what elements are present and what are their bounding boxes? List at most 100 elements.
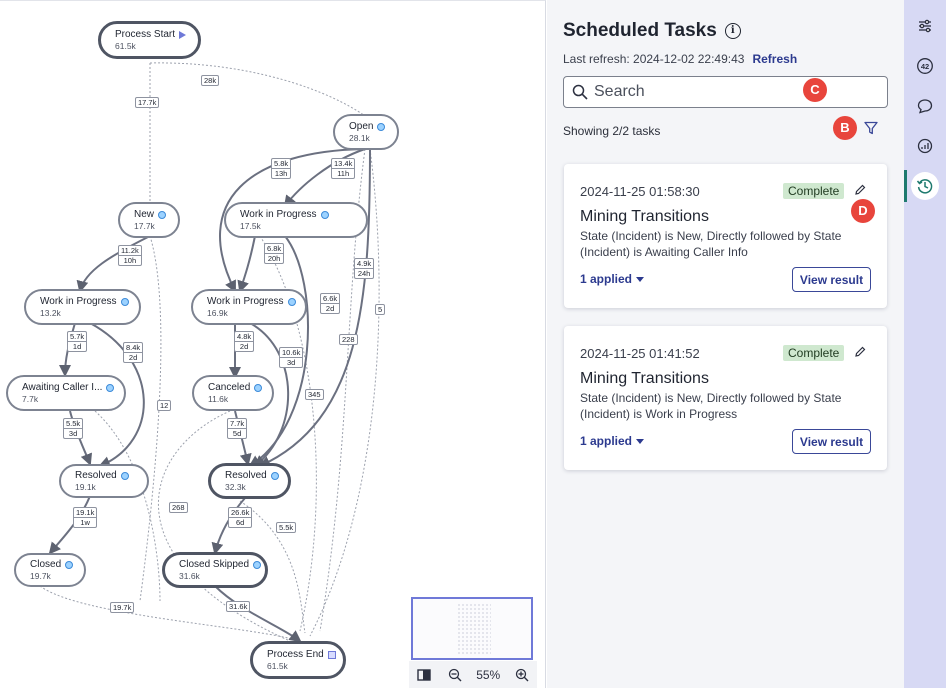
node-count: 28.1k <box>349 133 370 143</box>
node-count: 16.9k <box>207 308 228 318</box>
edge-label[interactable]: 31.6k <box>226 601 251 612</box>
edge-label[interactable]: 19.7k <box>110 602 135 613</box>
applied-dropdown[interactable]: 1 applied <box>580 272 645 286</box>
edge-label[interactable]: 5.5k <box>276 522 297 533</box>
node-label: Work in Progress <box>40 296 117 307</box>
ai-badge-icon[interactable]: 42 <box>911 52 939 80</box>
node-process-end[interactable]: Process End 61.5k <box>250 641 346 679</box>
node-label: Resolved <box>75 470 117 481</box>
node-label: Process Start <box>115 29 176 40</box>
node-label: Open <box>349 121 374 132</box>
node-count: 17.5k <box>240 221 261 231</box>
panel-title: Scheduled Tasks i <box>563 20 741 42</box>
edge-label[interactable]: 228 <box>339 334 358 345</box>
filter-icon[interactable] <box>863 120 881 138</box>
edge-label[interactable]: 345 <box>305 389 324 400</box>
marker-c: C <box>803 78 827 102</box>
applied-label: 1 applied <box>580 434 633 448</box>
node-count: 13.2k <box>40 308 61 318</box>
node-resolved-left[interactable]: Resolved 19.1k <box>59 464 149 498</box>
view-result-button[interactable]: View result <box>792 267 871 292</box>
history-clock-icon[interactable] <box>911 172 939 200</box>
node-count: 19.1k <box>75 482 96 492</box>
node-open[interactable]: Open 28.1k <box>333 114 399 150</box>
node-label: Canceled <box>208 382 251 393</box>
edge-label[interactable]: 268 <box>169 502 188 513</box>
task-title: Mining Transitions <box>580 370 709 387</box>
node-closed-skipped[interactable]: Closed Skipped 31.6k <box>162 552 268 588</box>
edge-label[interactable]: 12 <box>157 400 172 411</box>
node-label: Resolved <box>225 470 267 481</box>
analytics-icon[interactable] <box>911 132 939 160</box>
status-badge: Complete <box>783 345 845 361</box>
caret-down-icon <box>636 276 645 282</box>
last-refresh-text: Last refresh: 2024-12-02 22:49:43 <box>563 52 745 66</box>
search-input[interactable] <box>594 83 794 101</box>
edit-pencil-icon[interactable] <box>853 183 867 197</box>
applied-dropdown[interactable]: 1 applied <box>580 434 645 448</box>
edit-pencil-icon[interactable] <box>853 345 867 359</box>
node-count: 19.7k <box>30 571 51 581</box>
edge-label[interactable]: 28k <box>201 75 220 86</box>
node-work-in-progress-right[interactable]: Work in Progress 17.5k <box>224 202 368 238</box>
zoom-in-icon[interactable] <box>513 666 531 684</box>
task-description: State (Incident) is New, Directly follow… <box>580 391 842 421</box>
toggle-minimap-icon[interactable] <box>415 666 433 684</box>
graph-minimap[interactable] <box>411 597 533 660</box>
search-box[interactable] <box>563 76 888 108</box>
task-date: 2024-11-25 01:41:52 <box>580 346 700 361</box>
activity-dot-icon <box>377 123 386 131</box>
activity-dot-icon <box>158 211 167 219</box>
node-count: 61.5k <box>115 41 136 51</box>
node-canceled[interactable]: Canceled 11.6k <box>192 375 274 411</box>
zoom-level: 55% <box>476 668 501 682</box>
node-label: Work in Progress <box>207 296 284 307</box>
task-description: State (Incident) is New, Directly follow… <box>580 229 842 259</box>
node-label: Closed <box>30 559 62 570</box>
node-resolved-mid[interactable]: Resolved 32.3k <box>208 463 291 499</box>
node-awaiting-caller-info[interactable]: Awaiting Caller I... 7.7k <box>6 375 126 411</box>
ai-badge-text: 42 <box>921 62 929 71</box>
activity-dot-icon <box>270 472 279 480</box>
node-count: 31.6k <box>179 571 200 581</box>
node-count: 17.7k <box>134 221 155 231</box>
edge-label[interactable]: 17.7k <box>135 97 160 108</box>
sliders-icon[interactable] <box>911 12 939 40</box>
node-new[interactable]: New 17.7k <box>118 202 180 238</box>
activity-dot-icon <box>106 384 115 392</box>
process-graph-canvas[interactable]: Process Start 61.5k Open 28.1k New 17.7k… <box>0 0 546 688</box>
node-work-in-progress-mid[interactable]: Work in Progress 16.9k <box>191 289 307 325</box>
activity-dot-icon <box>253 561 262 569</box>
zoom-toolbar: 55% <box>409 661 537 688</box>
zoom-out-icon[interactable] <box>446 666 464 684</box>
chat-icon[interactable] <box>911 92 939 120</box>
node-work-in-progress-left[interactable]: Work in Progress 13.2k <box>24 289 141 325</box>
view-result-button[interactable]: View result <box>792 429 871 454</box>
showing-count: Showing 2/2 tasks <box>563 124 661 138</box>
edge-label[interactable]: 5 <box>375 304 386 315</box>
node-closed[interactable]: Closed 19.7k <box>14 553 86 587</box>
node-label: Process End <box>267 649 324 660</box>
node-label: Work in Progress <box>240 209 317 220</box>
applied-label: 1 applied <box>580 272 633 286</box>
marker-d: D <box>851 199 875 223</box>
status-badge: Complete <box>783 183 845 199</box>
info-icon[interactable]: i <box>724 23 741 39</box>
node-process-start[interactable]: Process Start 61.5k <box>98 21 201 59</box>
refresh-link[interactable]: Refresh <box>752 52 798 66</box>
